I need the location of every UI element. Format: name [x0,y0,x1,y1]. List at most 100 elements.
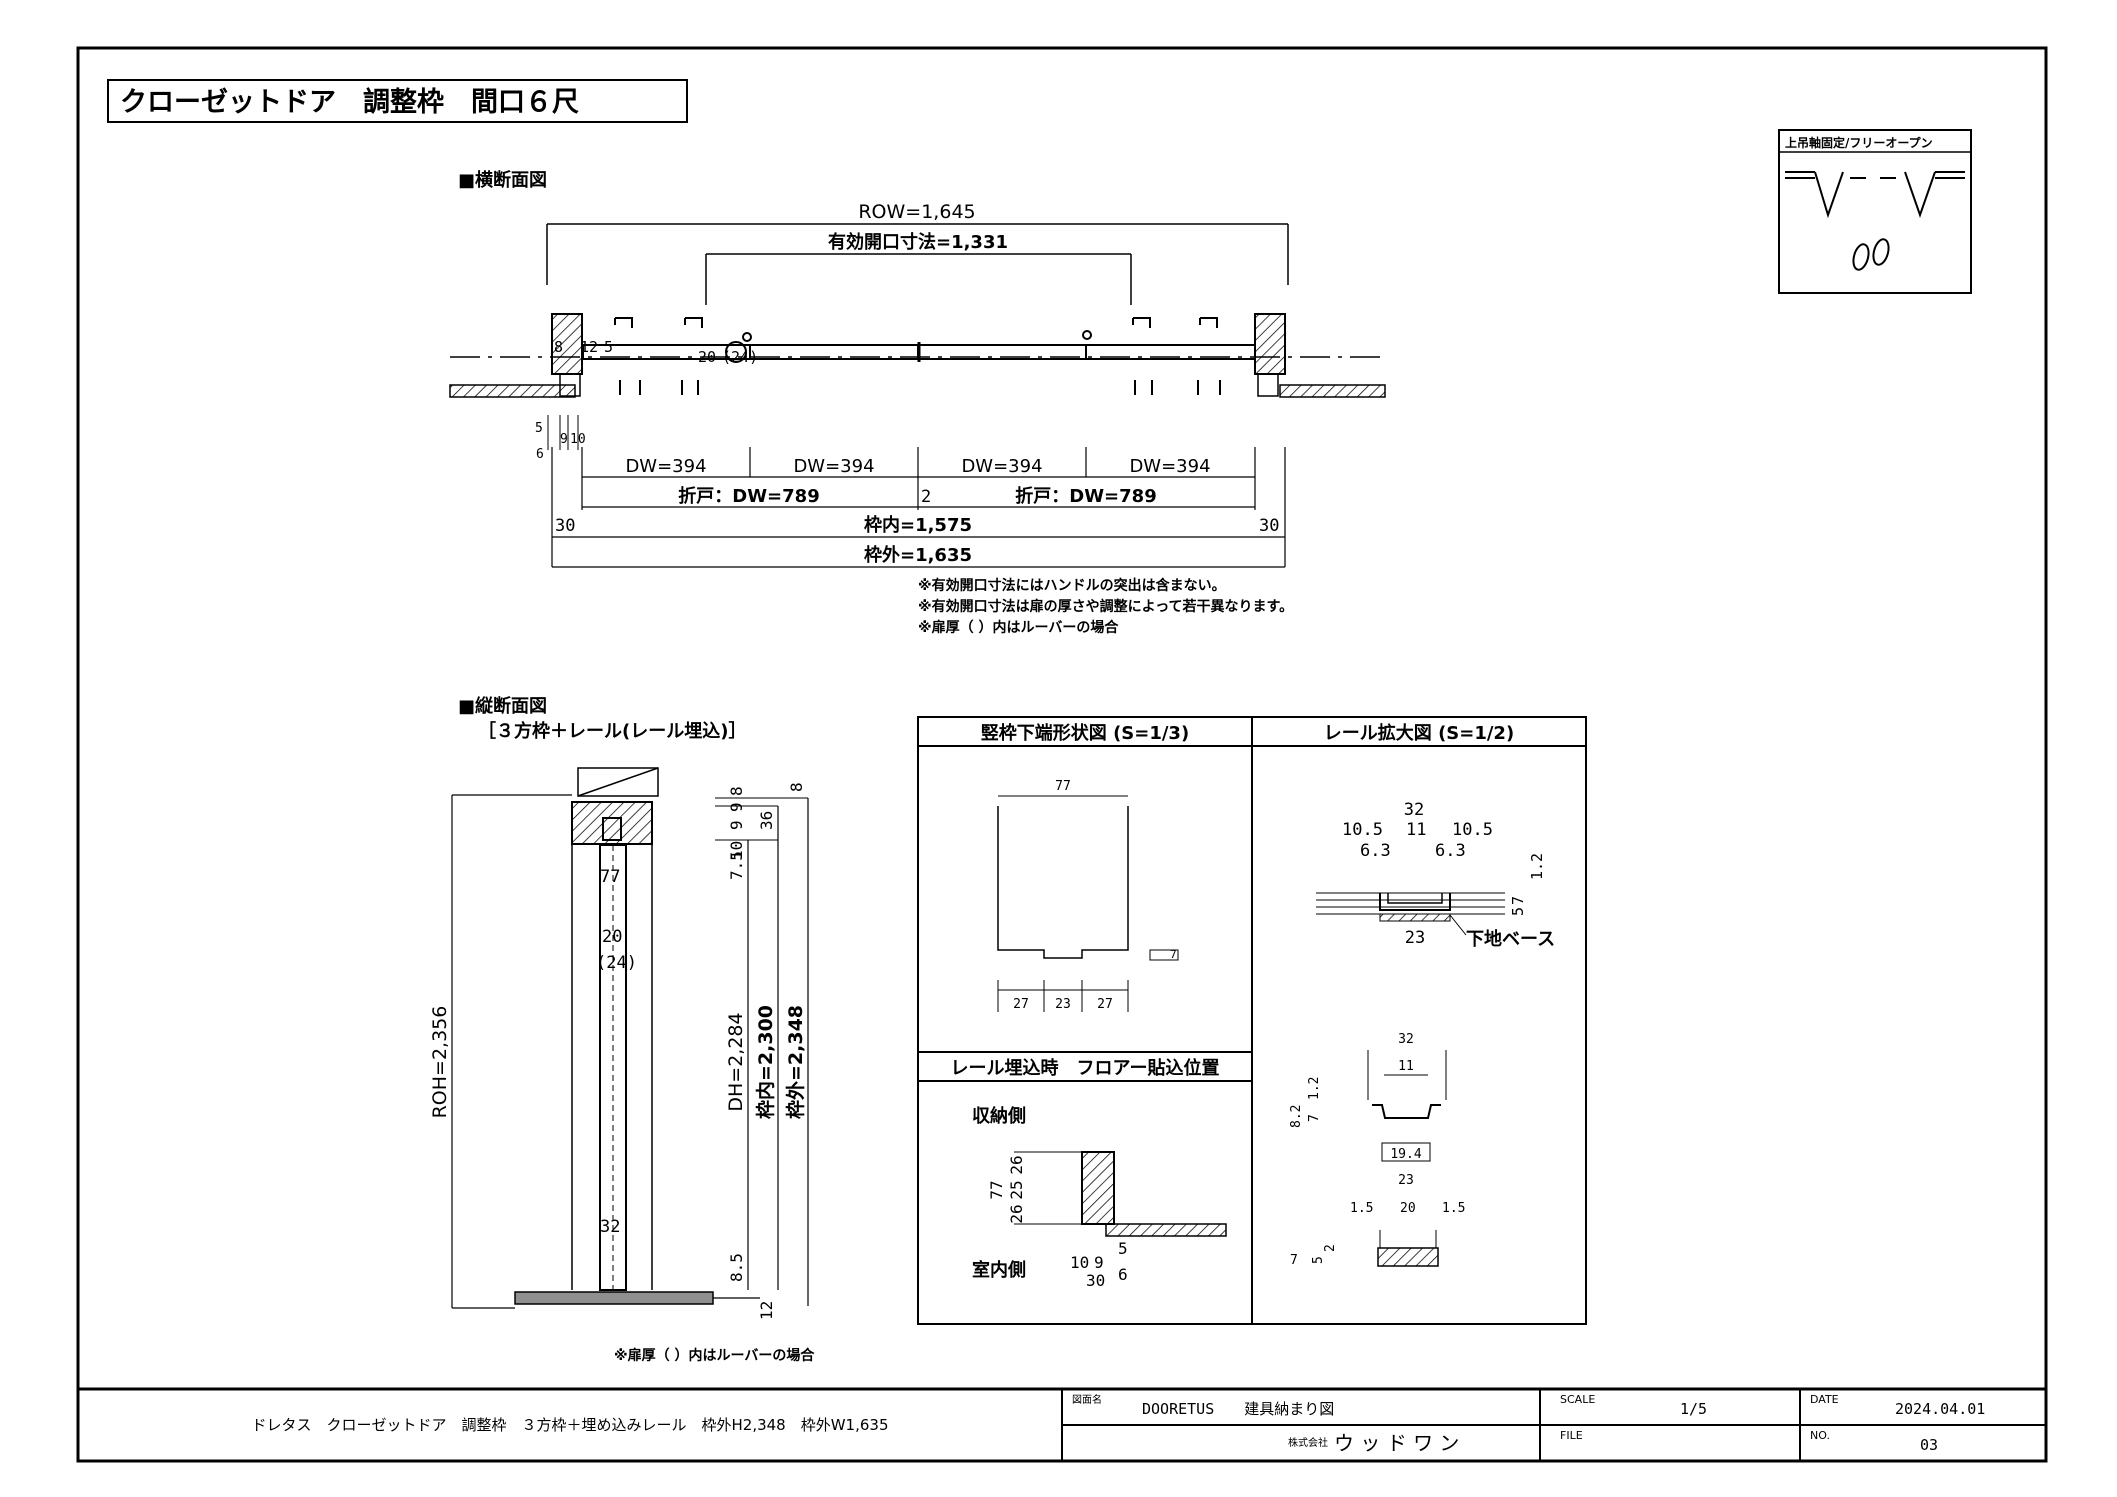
svg-text:7: 7 [1290,1253,1298,1268]
drawing-name: DOORETUS 建具納まり図 [1142,1400,1334,1418]
svg-text:26: 26 [1007,1204,1026,1223]
vertical-section: ■縦断面図 ［３方枠＋レール(レール埋込)］ 77 20 (24) 32 ROH… [429,695,815,1364]
door-thickness-dim: 20 [698,348,716,366]
outer-width-dim: 枠外=1,635 [864,544,972,566]
floor-line [449,384,1386,398]
rail-detail-bottom: 23 1.5 20 1.5 7 5 2 [1290,1173,1465,1268]
vertical-section-note: ※扉厚（ ）内はルーバーの場合 [614,1347,815,1364]
vs-dim-24: (24) [596,953,637,973]
svg-text:5: 5 [1118,1239,1128,1258]
vertical-section-subheading: ［３方枠＋レール(レール埋込)］ [478,720,746,742]
effective-opening-dimension: 有効開口寸法=1,331 [828,231,1008,253]
note-2: ※有効開口寸法は扉の厚さや調整によって若干異なります。 [918,598,1293,615]
svg-text:25: 25 [1007,1180,1026,1199]
note-1: ※有効開口寸法にはハンドルの突出は含まない。 [918,577,1226,594]
svg-text:77: 77 [987,1180,1006,1199]
opening-type-box: 上吊軸固定/フリーオープン [1778,129,1972,294]
svg-text:23: 23 [1398,1173,1414,1188]
opening-type-label: 上吊軸固定/フリーオープン [1785,135,1933,150]
dw-label-2: DW=394 [793,456,874,477]
title-box [107,79,688,123]
svg-text:7: 7 [1509,896,1527,905]
file-label: FILE [1560,1429,1583,1442]
svg-text:10: 10 [727,841,746,860]
rail-detail-middle: 32 11 19.4 8.2 7 1.2 [1289,1032,1447,1162]
svg-text:6: 6 [536,447,544,462]
no-label: NO. [1810,1429,1830,1442]
svg-text:7: 7 [1170,948,1177,961]
svg-text:9: 9 [727,820,746,830]
dw-label-4: DW=394 [1129,456,1210,477]
scale-label: SCALE [1560,1393,1595,1406]
rail-detail-heading: レール拡大図 (S=1/2) [1324,722,1514,744]
storage-side-label: 収納側 [972,1105,1026,1127]
date-value: 2024.04.01 [1895,1400,1985,1418]
detail-panels: 竪枠下端形状図 (S=1/3) レール拡大図 (S=1/2) レール埋込時 フロ… [917,716,1587,1325]
left-edge-dims: 5 6 9 10 [535,415,586,462]
drawing-name-label: 図面名 [1072,1393,1102,1406]
svg-text:26: 26 [1007,1155,1026,1174]
dw-label-1: DW=394 [625,456,706,477]
svg-text:8.2: 8.2 [1289,1105,1304,1128]
dh-dimension: DH=2,284 [725,1012,747,1111]
svg-text:7.5: 7.5 [727,851,746,880]
svg-text:36: 36 [757,811,776,830]
svg-text:9: 9 [1094,1253,1104,1272]
inner-width-dim: 枠内=1,575 [864,514,972,536]
page-title: クローゼットドア 調整枠 間口６尺 [120,86,579,118]
rail-detail-top: 32 10.5 11 10.5 6.3 6.3 23 下地ベース 5 7 1.2 [1316,800,1555,950]
horizontal-section: ■横断面図 ROW=1,645 有効開口寸法=1,331 [449,169,1386,636]
svg-text:32: 32 [1398,1032,1414,1047]
base-label: 下地ベース [1466,928,1555,950]
roh-dimension: ROH=2,356 [429,1006,451,1119]
left-small-dim-5: 5 [604,338,613,356]
dw-label-3: DW=394 [961,456,1042,477]
svg-text:10: 10 [570,432,586,447]
svg-text:12: 12 [757,1301,776,1320]
door-panels [582,317,1256,395]
fold-label-right: 折戸：DW=789 [1015,485,1156,507]
svg-text:10: 10 [1070,1253,1089,1272]
left-small-dim-8: 8 [554,338,563,356]
title-block: ドレタス クローゼットドア 調整枠 ３方枠＋埋め込みレール 枠外H2,348 枠… [78,1387,2046,1461]
scale-value: 1/5 [1680,1400,1707,1418]
note-3: ※扉厚（ ）内はルーバーの場合 [918,619,1119,636]
date-label: DATE [1810,1393,1839,1406]
svg-text:23: 23 [1055,997,1071,1012]
svg-text:6.3: 6.3 [1360,841,1391,861]
svg-text:6: 6 [1118,1265,1128,1284]
vs-dim-32: 32 [600,1217,620,1237]
svg-text:27: 27 [1013,997,1029,1012]
frame-bottom-shape: 77 27 23 27 7 [997,779,1179,1012]
company-prefix: 株式会社 [1288,1436,1328,1449]
svg-text:27: 27 [1097,997,1113,1012]
right-jamb [1254,313,1286,397]
svg-text:20: 20 [1400,1201,1416,1216]
door-swing-symbol [1785,171,1965,271]
svg-text:30: 30 [1086,1271,1105,1290]
horizontal-section-heading: ■横断面図 [458,169,547,191]
fold-gap-dim: 2 [921,487,931,507]
no-value: 03 [1920,1436,1938,1454]
floor-position-heading: レール埋込時 フロアー貼込位置 [951,1057,1220,1079]
svg-text:6.3: 6.3 [1435,841,1466,861]
door-thickness-louver-dim: (24) [722,348,758,366]
svg-text:5: 5 [535,421,543,436]
svg-text:10.5: 10.5 [1452,820,1493,840]
svg-text:9: 9 [560,432,568,447]
svg-text:10.5: 10.5 [1342,820,1383,840]
svg-text:1.2: 1.2 [1307,1077,1322,1100]
vs-dim-77: 77 [600,867,620,887]
product-description: ドレタス クローゼットドア 調整枠 ３方枠＋埋め込みレール 枠外H2,348 枠… [252,1416,889,1434]
svg-text:77: 77 [1055,779,1071,794]
svg-text:23: 23 [1405,928,1425,948]
svg-text:8: 8 [727,786,746,796]
svg-text:19.4: 19.4 [1390,1147,1421,1162]
svg-text:8.5: 8.5 [727,1253,746,1282]
row-dimension: ROW=1,645 [858,201,975,223]
svg-text:32: 32 [1404,800,1424,820]
svg-text:1.5: 1.5 [1442,1201,1465,1216]
side-30-right: 30 [1259,516,1279,536]
svg-text:11: 11 [1398,1059,1414,1074]
